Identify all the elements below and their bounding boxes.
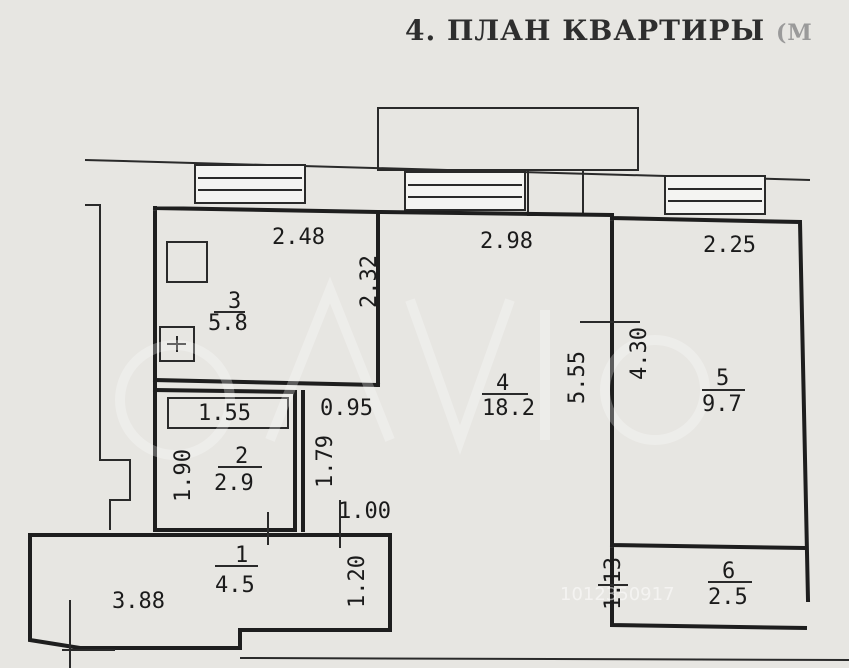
room-3-area: 5.8 — [208, 311, 248, 336]
exterior-line-bottom — [239, 657, 849, 661]
plan-heading: 4. ПЛАН КВАРТИРЫ (М — [405, 14, 813, 47]
room-6-number: 6 — [722, 559, 735, 584]
dim-kitchen-depth: 2.32 — [357, 255, 382, 308]
dim-passage-depth: 1.79 — [313, 435, 338, 488]
dim-bedroom-width: 2.25 — [703, 233, 756, 258]
dim-hall-depth: 1.20 — [345, 555, 370, 608]
avito-watermark: 1012350917 — [115, 276, 710, 605]
dim-bath-width: 1.55 — [198, 401, 251, 426]
walls-room-6 — [609, 542, 808, 631]
walls-outer — [152, 205, 811, 603]
dim-bath-depth: 1.90 — [171, 449, 196, 502]
window-kitchen — [194, 164, 306, 204]
room-1-number: 1 — [235, 543, 248, 568]
plan-title-tail: (М — [775, 20, 813, 46]
room-1-area: 4.5 — [215, 573, 255, 598]
balcony-outline — [377, 107, 639, 171]
dim-hall-width: 3.88 — [112, 589, 165, 614]
corridor-outline — [85, 204, 131, 530]
room-5-area: 9.7 — [702, 392, 742, 417]
dim-hall-door: 1.00 — [338, 499, 391, 524]
walls-inner — [152, 377, 381, 532]
room-5-number: 5 — [716, 366, 729, 391]
dim-room-6-depth: 1.13 — [601, 557, 626, 610]
balcony-door — [527, 169, 584, 216]
dim-bedroom-depth: 4.30 — [627, 327, 652, 380]
sink-icon — [159, 326, 195, 362]
window-living — [404, 171, 526, 211]
dim-living-depth: 5.55 — [565, 351, 590, 404]
window-bedroom — [664, 175, 766, 215]
watermark-id: 1012350917 — [560, 584, 675, 605]
plan-title: 4. ПЛАН КВАРТИРЫ — [405, 14, 766, 47]
room-2-number: 2 — [235, 444, 248, 469]
room-4-number: 4 — [496, 371, 509, 396]
room-4-area: 18.2 — [482, 396, 535, 421]
stove-icon — [166, 241, 208, 283]
bathtub-icon — [167, 397, 289, 429]
dim-door-width: 0.95 — [320, 396, 373, 421]
dim-kitchen-width: 2.48 — [272, 225, 325, 250]
dim-living-width: 2.98 — [480, 229, 533, 254]
room-2-area: 2.9 — [214, 471, 254, 496]
walls-hall — [28, 533, 392, 650]
room-6-area: 2.5 — [708, 585, 748, 610]
room-3-number: 3 — [228, 289, 241, 314]
